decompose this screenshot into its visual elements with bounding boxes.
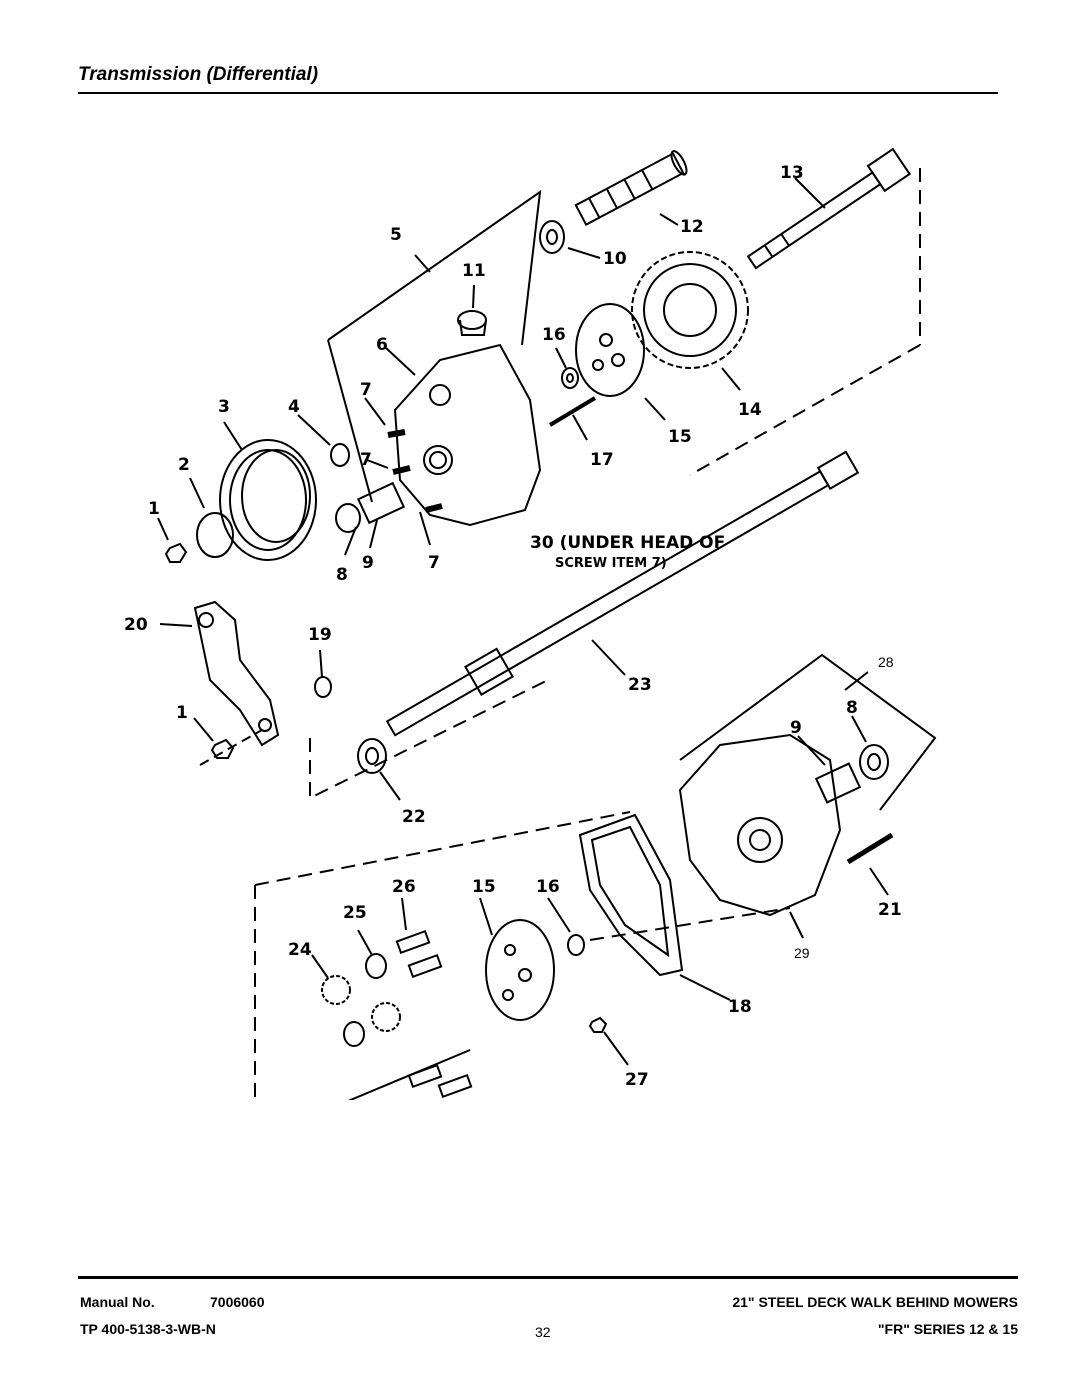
bushing-22 [357, 738, 387, 774]
gasket-18 [578, 813, 684, 977]
stud-7 [392, 465, 411, 475]
axle-23 [385, 450, 860, 737]
callout-25: 25 [343, 903, 367, 923]
callout-24: 24 [288, 940, 312, 960]
pin-26 [395, 929, 431, 955]
bolt-21 [846, 832, 894, 865]
callout-14: 14 [738, 400, 762, 420]
callout-17: 17 [590, 450, 614, 470]
manual-number: 7006060 [210, 1294, 265, 1310]
bracket-line [327, 189, 542, 346]
callout-4: 4 [288, 397, 300, 417]
callout-13: 13 [780, 163, 804, 183]
callout-3: 3 [218, 397, 230, 417]
page-title: Transmission (Differential) [78, 64, 319, 85]
callout-6: 6 [376, 335, 388, 355]
shaft-12 [574, 150, 688, 227]
plate-15 [575, 303, 645, 397]
callout-1b: 1 [176, 703, 188, 723]
bracket-line [327, 339, 373, 503]
pin-26 [407, 1063, 443, 1089]
callout-11: 11 [462, 261, 486, 281]
callout-16a: 16 [542, 325, 566, 345]
tp-number: TP 400-5138-3-WB-N [80, 1321, 216, 1337]
stud-7 [387, 429, 406, 438]
callout-7a: 7 [360, 380, 372, 400]
manual-label: Manual No. [80, 1294, 155, 1310]
callout-26: 26 [392, 877, 416, 897]
washer-16 [561, 367, 579, 389]
callout-30: 30 (UNDER HEAD OF [530, 533, 725, 553]
washer-2 [196, 512, 234, 558]
bracket-20 [193, 600, 280, 747]
screw-17 [548, 396, 597, 427]
callout-7b: 7 [360, 450, 372, 470]
housing-29 [678, 733, 842, 917]
callout-15a: 15 [668, 427, 692, 447]
callout-19: 19 [308, 625, 332, 645]
callout-20: 20 [124, 615, 148, 635]
spacer-9 [356, 481, 406, 525]
callout-30-note: SCREW ITEM 7) [555, 556, 667, 571]
callout-8a: 8 [336, 565, 348, 585]
gear-14 [631, 251, 749, 369]
callout-7c: 7 [428, 553, 440, 573]
cap-11 [457, 310, 487, 330]
callout-16b: 16 [536, 877, 560, 897]
washer-16b [567, 934, 585, 956]
housing-6 [393, 343, 542, 527]
callout-27: 27 [625, 1070, 649, 1090]
pulley-3 [219, 439, 317, 561]
callout-18: 18 [728, 997, 752, 1017]
washer-4 [330, 443, 350, 467]
callout-21: 21 [878, 900, 902, 920]
pinion-24 [321, 975, 351, 1005]
callout-15b: 15 [472, 877, 496, 897]
nut-1b [210, 738, 235, 759]
bearing-8 [335, 503, 361, 533]
callout-23: 23 [628, 675, 652, 695]
nut-27 [588, 1016, 608, 1033]
shaft-13 [746, 147, 912, 270]
plate-15b [485, 919, 555, 1021]
product-series: "FR" SERIES 12 & 15 [877, 1321, 1018, 1337]
footer-divider [78, 1276, 1018, 1279]
stud-7 [425, 503, 443, 513]
pinion-24 [371, 1002, 401, 1032]
nut-1 [164, 542, 188, 563]
washer-25 [343, 1021, 365, 1047]
callout-2: 2 [178, 455, 190, 475]
bearing-8b [859, 744, 889, 780]
exploded-parts-diagram: 5 6 10 11 12 13 14 15 16 17 7 7 7 8 9 4 … [124, 147, 937, 1100]
product-title: 21" STEEL DECK WALK BEHIND MOWERS [732, 1294, 1018, 1310]
washer-25 [365, 953, 387, 979]
callout-5: 5 [390, 225, 402, 245]
title-divider [78, 92, 998, 94]
callout-12: 12 [680, 217, 704, 237]
callout-8b: 8 [846, 698, 858, 718]
callout-22: 22 [402, 807, 426, 827]
callout-28: 28 [878, 654, 894, 670]
callout-9b: 9 [790, 718, 802, 738]
pin-26 [407, 953, 443, 979]
pin-26 [437, 1073, 473, 1099]
callout-10: 10 [603, 249, 627, 269]
callout-1a: 1 [148, 499, 160, 519]
washer-19 [314, 676, 332, 698]
bearing-10 [539, 220, 565, 254]
spacer-9b [814, 762, 862, 804]
callout-9a: 9 [362, 553, 374, 573]
callout-29: 29 [794, 945, 810, 961]
page-number: 32 [535, 1324, 551, 1340]
